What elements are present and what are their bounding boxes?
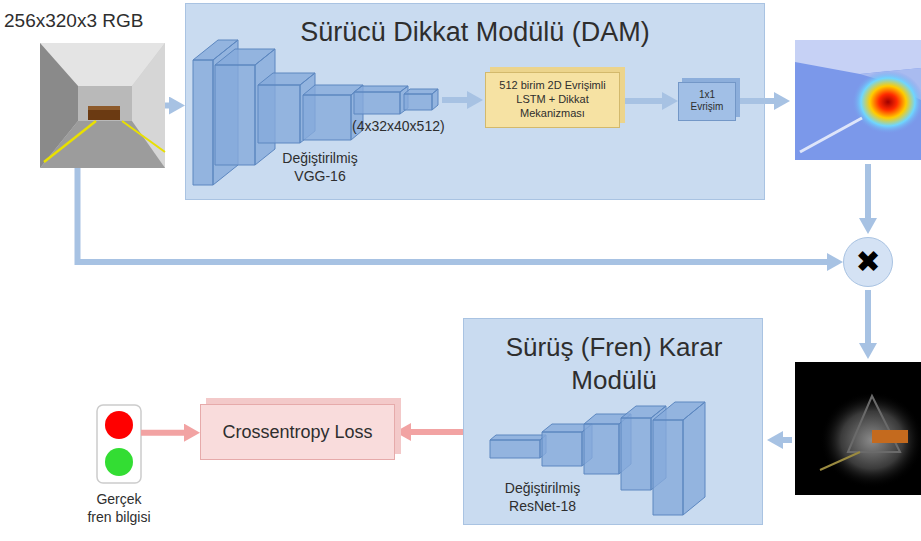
masked-shape	[848, 396, 900, 452]
flow-arrows	[442, 100, 868, 440]
masked-glow	[820, 392, 921, 488]
ground-truth-signal: Gerçek fren bilgisi	[97, 405, 141, 483]
node-text: Sürücü Dikkat Modülü (DAM)	[186, 16, 764, 50]
image-ground	[40, 43, 165, 168]
flow-arrow	[740, 98, 774, 104]
module-panel: Sürücü Dikkat Modülü (DAM) 512 birim 2D E…	[185, 3, 765, 200]
node-text: Crossentropy Loss	[207, 421, 388, 444]
label-text: (4x32x40x512)	[352, 118, 445, 136]
heatmap-lane	[800, 118, 862, 152]
red-lamp	[105, 411, 133, 439]
masked-lane	[820, 452, 860, 470]
layer-block	[354, 86, 408, 114]
node-text: Sürüş (Fren) Karar Modülü	[484, 331, 744, 396]
panel-ground	[463, 318, 763, 525]
connector-arrow	[165, 103, 169, 109]
back-wall	[78, 86, 132, 121]
vgg-blocks	[193, 40, 438, 185]
lane-line	[122, 121, 165, 152]
light-housing	[97, 405, 141, 483]
layer-block	[653, 402, 705, 515]
label-text: Değiştirilmiş VGG-16	[270, 150, 370, 185]
flow-arrow	[865, 164, 871, 218]
label-text: Değiştirilmiş ResNet-18	[485, 480, 600, 515]
conv-box: 1x1 Evrişim	[678, 82, 736, 121]
node-text: 256x320x3 RGB	[4, 9, 143, 33]
connector-arrow	[620, 98, 662, 104]
flow-arrow	[783, 437, 792, 443]
layer-block	[490, 435, 546, 458]
lstm-attention-box: 512 birim 2D Evrişimli LSTM + Dikkat Mek…	[485, 72, 620, 127]
green-lamp	[105, 448, 133, 476]
floor	[40, 121, 165, 168]
obstacle	[88, 110, 120, 120]
heatmap-hotspot	[852, 70, 921, 134]
node-text: 512 birim 2D Evrişimli LSTM + Dikkat Mek…	[492, 79, 613, 120]
node-text: 1x1 Evrişim	[683, 89, 731, 114]
layer-block	[404, 89, 438, 110]
attention-heatmap	[795, 40, 921, 160]
input-image-node: 256x320x3 RGB	[40, 43, 165, 168]
flow-arrow	[442, 97, 467, 103]
masked-image	[795, 362, 921, 495]
panel-ground	[185, 3, 765, 200]
connector-arrow	[411, 429, 463, 435]
connector-arrow	[78, 168, 828, 262]
node-text: ✖	[855, 247, 880, 277]
masked-obstacle	[872, 430, 908, 443]
obstacle-top	[88, 106, 120, 110]
node-text: Gerçek fren bilgisi	[84, 491, 154, 526]
flow-arrow	[865, 290, 871, 343]
loss-box: Crossentropy Loss	[200, 404, 395, 461]
input-image	[40, 43, 165, 168]
lane-line	[44, 121, 96, 162]
traffic-light	[97, 405, 141, 483]
multiply-node: ✖	[843, 237, 893, 287]
connector-arrow	[141, 430, 184, 436]
heatmap-band	[795, 40, 921, 74]
